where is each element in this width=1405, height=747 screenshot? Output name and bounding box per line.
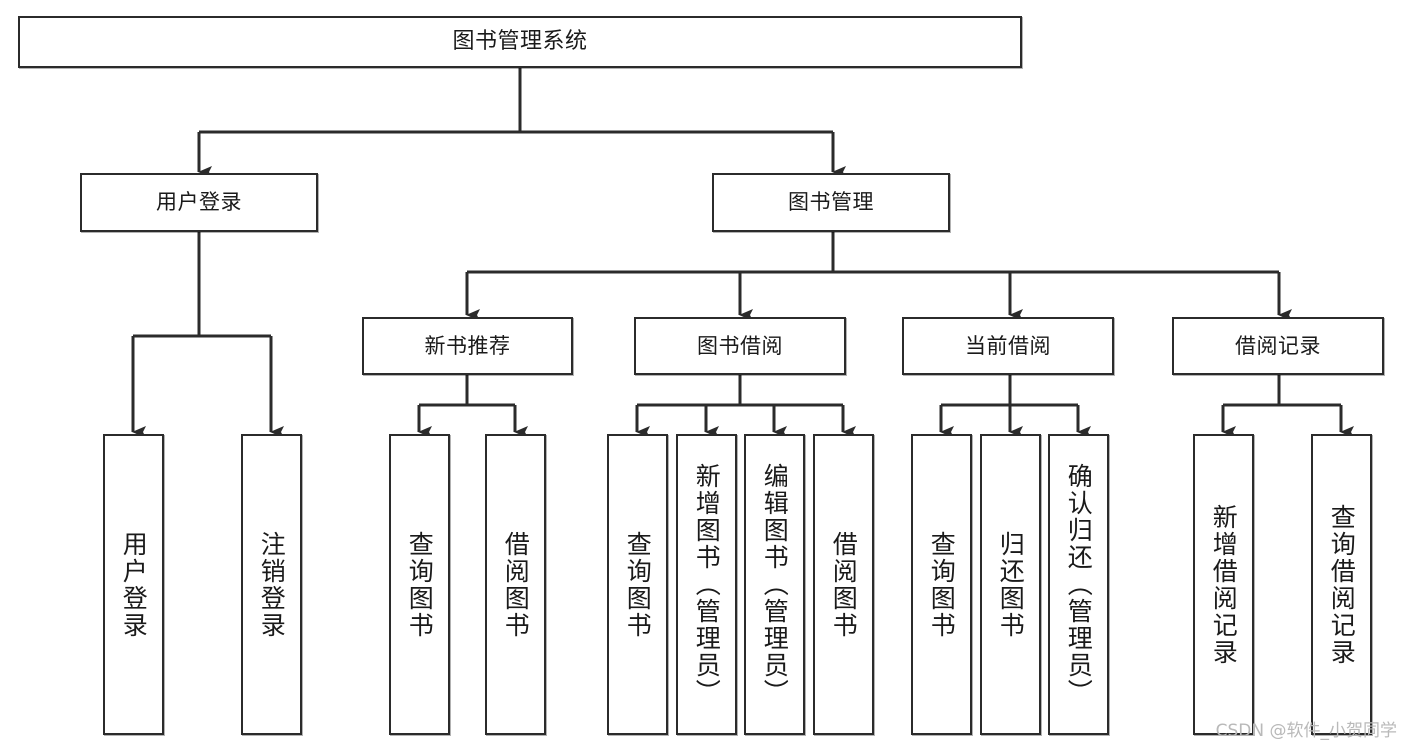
leaf-query-book-1-label: 查询图书 xyxy=(405,530,435,639)
node-book-borrow[interactable]: 图书借阅 xyxy=(634,317,846,375)
node-new-book-recommend[interactable]: 新书推荐 xyxy=(362,317,573,375)
leaf-logout[interactable]: 注销登录 xyxy=(241,434,302,735)
leaf-logout-label: 注销登录 xyxy=(257,530,287,639)
leaf-return-book[interactable]: 归还图书 xyxy=(980,434,1041,735)
node-root-label: 图书管理系统 xyxy=(452,29,588,55)
node-user-login-label: 用户登录 xyxy=(156,190,242,215)
leaf-borrow-book-1-label: 借阅图书 xyxy=(501,530,531,639)
leaf-borrow-book-2[interactable]: 借阅图书 xyxy=(813,434,874,735)
leaf-query-borrow-record[interactable]: 查询借阅记录 xyxy=(1311,434,1372,735)
leaf-add-book-admin-label: 新增图书（管理员） xyxy=(692,463,722,706)
leaf-query-book-3-label: 查询图书 xyxy=(927,530,957,639)
node-book-management-label: 图书管理 xyxy=(788,190,874,215)
leaf-edit-book-admin-label: 编辑图书（管理员） xyxy=(760,463,790,706)
leaf-query-book-2-label: 查询图书 xyxy=(623,530,653,639)
leaf-return-book-label: 归还图书 xyxy=(996,530,1026,639)
node-root[interactable]: 图书管理系统 xyxy=(18,16,1022,68)
leaf-user-login[interactable]: 用户登录 xyxy=(103,434,164,735)
leaf-user-login-label: 用户登录 xyxy=(119,530,149,639)
node-book-management[interactable]: 图书管理 xyxy=(712,173,950,232)
node-user-login[interactable]: 用户登录 xyxy=(80,173,318,232)
leaf-confirm-return-admin-label: 确认归还（管理员） xyxy=(1064,463,1094,706)
leaf-query-book-1[interactable]: 查询图书 xyxy=(389,434,450,735)
leaf-confirm-return-admin[interactable]: 确认归还（管理员） xyxy=(1048,434,1109,735)
csdn-watermark: CSDN @软件_小贺同学 xyxy=(1215,721,1397,741)
node-current-borrow-label: 当前借阅 xyxy=(965,333,1051,358)
leaf-query-borrow-record-label: 查询借阅记录 xyxy=(1327,503,1357,666)
leaf-add-borrow-record[interactable]: 新增借阅记录 xyxy=(1193,434,1254,735)
leaf-edit-book-admin[interactable]: 编辑图书（管理员） xyxy=(744,434,805,735)
node-borrow-record[interactable]: 借阅记录 xyxy=(1172,317,1384,375)
node-new-book-recommend-label: 新书推荐 xyxy=(424,333,511,358)
leaf-add-book-admin[interactable]: 新增图书（管理员） xyxy=(676,434,737,735)
node-book-borrow-label: 图书借阅 xyxy=(697,333,783,358)
leaf-query-book-3[interactable]: 查询图书 xyxy=(911,434,972,735)
leaf-borrow-book-1[interactable]: 借阅图书 xyxy=(485,434,546,735)
leaf-add-borrow-record-label: 新增借阅记录 xyxy=(1209,503,1239,666)
leaf-query-book-2[interactable]: 查询图书 xyxy=(607,434,668,735)
leaf-borrow-book-2-label: 借阅图书 xyxy=(829,530,859,639)
node-borrow-record-label: 借阅记录 xyxy=(1235,333,1321,358)
node-current-borrow[interactable]: 当前借阅 xyxy=(902,317,1114,375)
